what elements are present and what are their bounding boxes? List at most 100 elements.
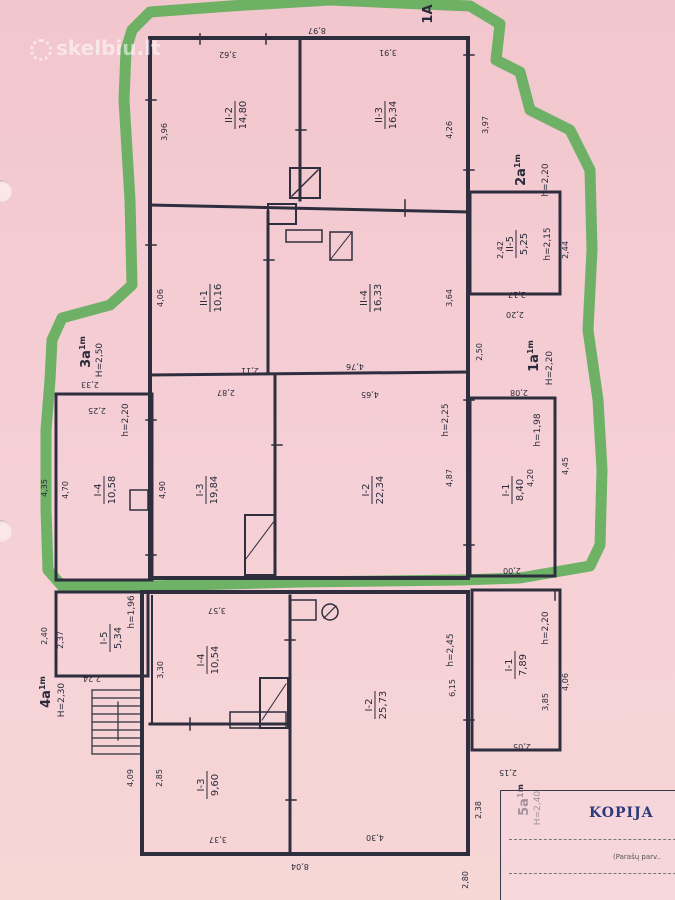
- space-label-sup: 1m: [526, 340, 535, 354]
- stamp-title: KOPIJA: [589, 805, 654, 821]
- sink: [289, 599, 317, 621]
- room-area: 5,34: [113, 627, 124, 649]
- room-id: I-4: [196, 654, 207, 667]
- dimension-label: 3,30: [156, 661, 165, 679]
- dimension-label: 2,80: [461, 871, 470, 889]
- dimension-label: 4,06: [156, 289, 165, 307]
- room-area: 25,73: [378, 691, 389, 720]
- room-area: 16,33: [373, 284, 384, 313]
- dimension-label: 3,97: [481, 116, 490, 134]
- stove-2: [285, 229, 323, 243]
- room-I-5: [54, 590, 150, 678]
- stamp-line: [509, 873, 675, 874]
- lower-block-outline: [140, 590, 470, 856]
- space-label: 1A: [421, 4, 436, 23]
- height-label: h=2,25: [441, 403, 451, 436]
- height-label: h=2,45: [446, 633, 456, 666]
- room-id: I-3: [195, 484, 206, 497]
- height-label: h=2,15: [543, 227, 553, 260]
- room-id: I-1: [504, 659, 515, 672]
- dimension-label: 2,00: [503, 566, 521, 575]
- room-id: I-2: [364, 699, 375, 712]
- dimension-label: 3,62: [219, 50, 237, 59]
- dimension-label: 2,33: [81, 380, 99, 389]
- watermark-text: skelbiu.lt: [56, 36, 161, 60]
- dimension-label: 4,65: [361, 390, 379, 399]
- dimension-label: 2,05: [513, 742, 531, 751]
- room-area: 9,60: [210, 774, 221, 796]
- dimension-label: 4,87: [445, 469, 454, 487]
- room-I-4-upper: [54, 392, 154, 582]
- dimension-label: 2,40: [40, 627, 49, 645]
- dimension-label: 3,96: [160, 123, 169, 141]
- sink-drain: [321, 603, 339, 621]
- dimension-label: 2,44: [561, 241, 570, 259]
- annex-II-5: [468, 190, 562, 296]
- room-id: II-3: [374, 107, 385, 123]
- dimension-label: 2,24: [83, 674, 101, 683]
- closet: [229, 711, 287, 729]
- space-label: 1a1m: [526, 340, 542, 372]
- dimension-label: 4,76: [346, 362, 364, 371]
- height-label: H=2,30: [57, 683, 67, 718]
- dimension-label: 2,11: [241, 366, 259, 375]
- dimension-label: 3,57: [208, 606, 226, 615]
- dimension-label: 8,04: [291, 862, 309, 871]
- room-area: 16,34: [388, 101, 399, 130]
- room-id: I-1: [501, 484, 512, 497]
- height-label: h=2,20: [121, 403, 131, 437]
- upper-block-outline: [148, 36, 470, 580]
- dimension-label: 2,37: [56, 631, 65, 649]
- stove-3: [244, 514, 276, 576]
- height-label: H=2,50: [95, 343, 105, 378]
- door-ticks: [145, 33, 556, 801]
- room-area: 8,40: [515, 479, 526, 501]
- room-area: 10,54: [210, 646, 221, 675]
- stove: [267, 203, 297, 225]
- chimney: [289, 167, 321, 199]
- dimension-label: 2,08: [510, 388, 528, 397]
- dimension-label: 2,87: [217, 388, 235, 397]
- dimension-label: 4,20: [526, 469, 535, 487]
- dimension-label: 3,37: [209, 835, 227, 844]
- dimension-label: 2,50: [475, 343, 484, 361]
- room-id: II-2: [224, 107, 235, 123]
- height-label: h=1,96: [127, 595, 137, 629]
- dimension-label: 8,97: [308, 26, 326, 35]
- height-label: h=2,20: [541, 163, 551, 197]
- wall: [148, 203, 470, 214]
- room-area: 10,16: [213, 284, 224, 313]
- space-label-sup: 1m: [513, 154, 522, 168]
- room-area: 19,84: [209, 476, 220, 505]
- punch-hole: [0, 520, 12, 542]
- room-area: 14,80: [238, 101, 249, 130]
- space-label: 3a1m: [78, 336, 94, 368]
- room-area: 5,25: [519, 233, 530, 255]
- stamp-subtitle: (Parašų parv..: [613, 853, 662, 861]
- height-label: H=2,20: [545, 351, 555, 386]
- room-id: I-2: [361, 484, 372, 497]
- room-id: I-5: [99, 632, 110, 645]
- dimension-label: 3,85: [541, 693, 550, 711]
- stamp-line: [509, 839, 675, 840]
- room-id: I-3: [196, 779, 207, 792]
- dimension-label: 4,90: [158, 481, 167, 499]
- room-area: 7,89: [518, 654, 529, 676]
- room-id: II-4: [359, 290, 370, 306]
- height-label: h=2,20: [541, 611, 551, 645]
- dimension-label: 3,64: [445, 289, 454, 307]
- dimension-label: 2,42: [496, 241, 505, 259]
- stairs: [91, 689, 141, 755]
- height-label: h=1,98: [533, 413, 543, 447]
- cabinet: [329, 231, 353, 261]
- dimension-label: 2,17: [508, 290, 526, 299]
